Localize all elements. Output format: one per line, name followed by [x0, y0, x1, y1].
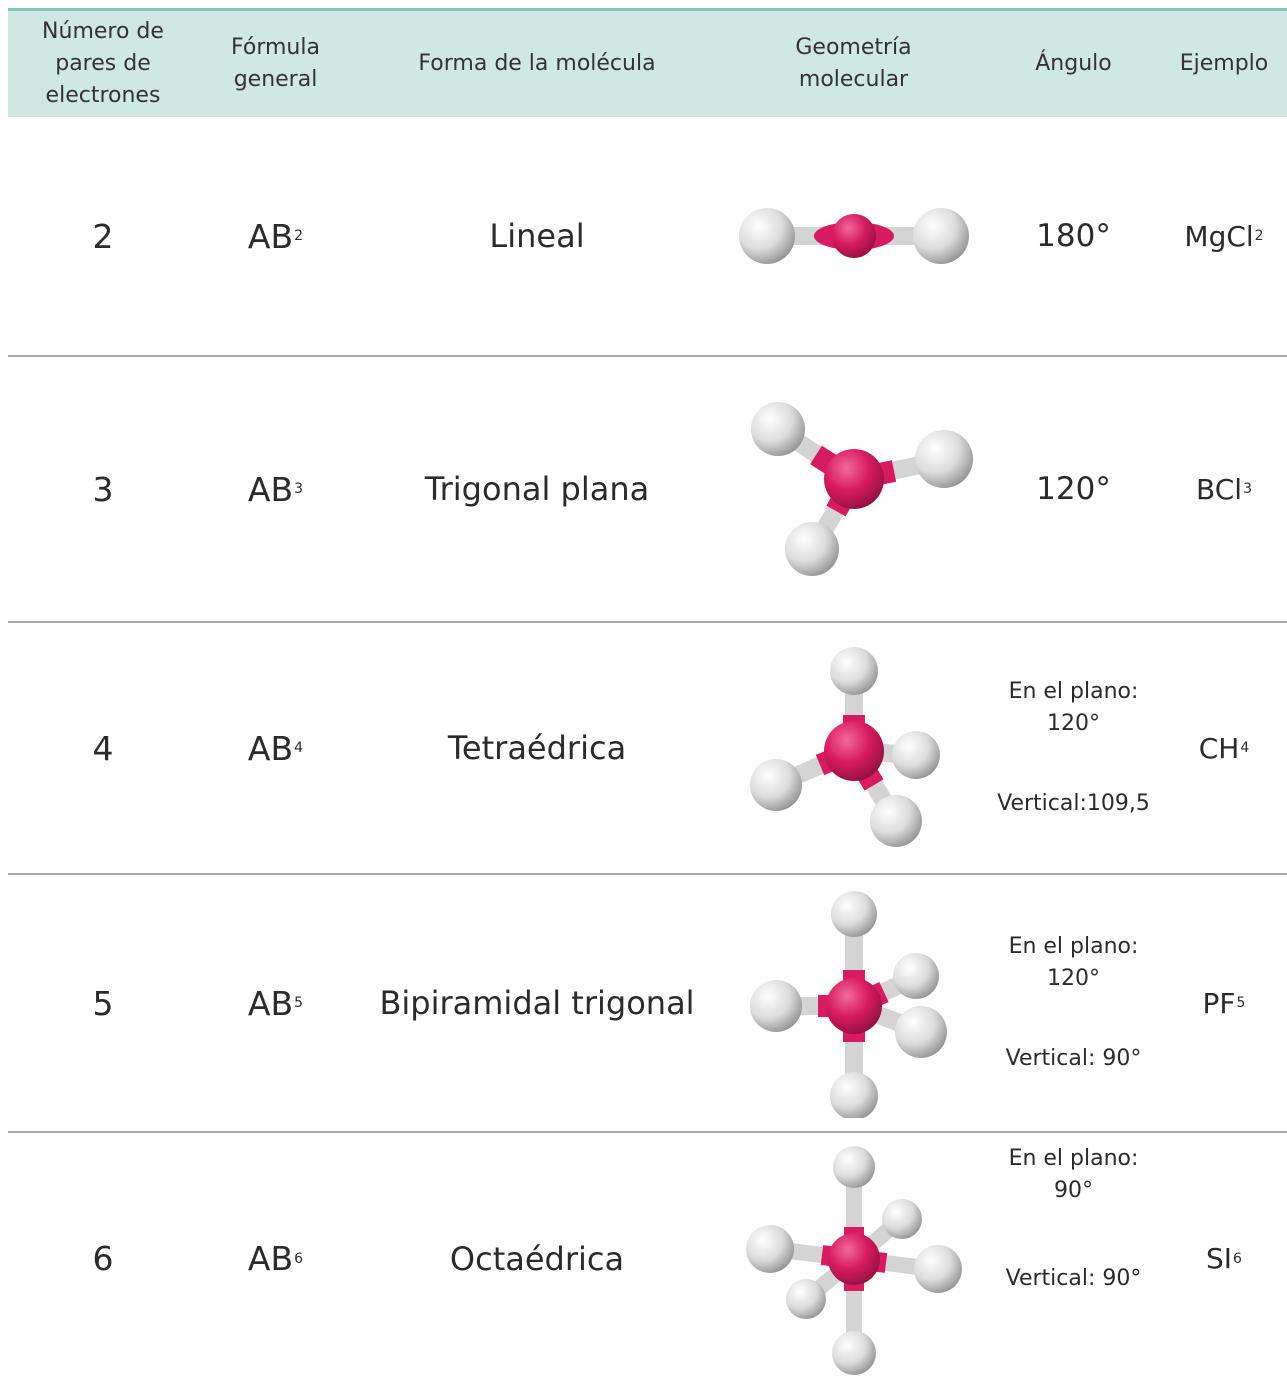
- row-divider: [8, 1131, 1287, 1133]
- row-divider: [8, 873, 1287, 875]
- shape-value: Tetraédrica: [447, 729, 627, 767]
- trigonal-bipyramidal-molecule-icon: [721, 875, 986, 1131]
- shape-value: Trigonal plana: [424, 470, 650, 508]
- row-divider: [8, 355, 1287, 357]
- header-geometry: Geometría molecular: [795, 35, 912, 92]
- angle-plane-label: En el plano:: [1008, 1146, 1139, 1171]
- row-divider: [8, 621, 1287, 623]
- trigonal-planar-molecule-icon: [721, 357, 986, 621]
- angle-value-group: En el plano: 90° Vertical: 90°: [986, 1133, 1161, 1384]
- pairs-value: 5: [92, 983, 114, 1023]
- pairs-value: 4: [92, 728, 114, 768]
- linear-molecule-icon: [721, 117, 986, 355]
- angle-plane-value: 120°: [1047, 711, 1100, 736]
- angle-vertical-value: Vertical: 90°: [1005, 1046, 1142, 1071]
- header-pairs: Número de pares de electrones: [42, 19, 164, 108]
- shape-value: Lineal: [489, 217, 585, 255]
- octahedral-molecule-icon: [721, 1133, 986, 1384]
- angle-plane-label: En el plano:: [1008, 934, 1139, 959]
- angle-value: 120°: [1036, 471, 1111, 507]
- pairs-value: 3: [92, 469, 114, 509]
- tetrahedral-molecule-icon: [721, 623, 986, 873]
- angle-value-group: En el plano: 120° Vertical:109,5: [986, 623, 1161, 873]
- header-shape: Forma de la molécula: [418, 51, 656, 76]
- angle-plane-label: En el plano:: [1008, 679, 1139, 704]
- header-example: Ejemplo: [1179, 51, 1269, 76]
- pairs-value: 2: [92, 216, 114, 256]
- shape-value: Bipiramidal trigonal: [379, 984, 695, 1022]
- angle-vertical-value: Vertical: 90°: [1005, 1266, 1142, 1291]
- pairs-value: 6: [92, 1239, 114, 1278]
- table-header: Número de pares de electrones Fórmula ge…: [8, 11, 1287, 117]
- angle-plane-value: 90°: [1054, 1178, 1093, 1203]
- top-rule: [8, 8, 1287, 11]
- angle-value-group: En el plano: 120° Vertical: 90°: [986, 875, 1161, 1131]
- angle-vertical-value: Vertical:109,5: [997, 791, 1150, 816]
- header-formula: Fórmula general: [231, 35, 320, 92]
- angle-value: 180°: [1036, 218, 1111, 254]
- shape-value: Octaédrica: [449, 1239, 625, 1278]
- angle-plane-value: 120°: [1047, 966, 1100, 991]
- header-angle: Ángulo: [1035, 51, 1112, 76]
